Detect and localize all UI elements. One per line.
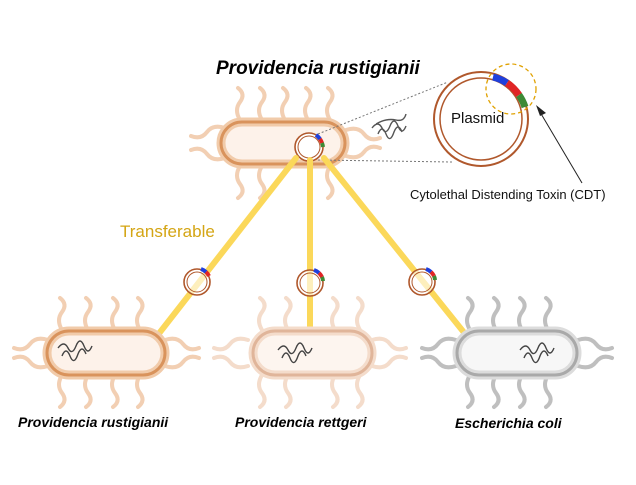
recipient-label-b: Providencia rettgeri <box>235 414 367 430</box>
transferable-label: Transferable <box>120 222 215 241</box>
recipient-label-c: Escherichia coli <box>455 415 562 431</box>
donor-flagella <box>189 86 382 200</box>
donor-bacterium <box>189 86 382 200</box>
recipient-bacterium-b <box>212 296 408 409</box>
recipient-label-a: Providencia rustigianii <box>18 414 169 430</box>
plasmid-label: Plasmid <box>451 110 505 127</box>
transfer-plasmid-c <box>408 267 437 296</box>
zoom-lines <box>317 81 453 163</box>
recipient-bacterium-a <box>12 296 201 409</box>
plasmid-zoom <box>433 63 537 167</box>
cdt-pointer <box>536 105 583 184</box>
chromosome-dna <box>371 113 407 140</box>
recipient-bacterium-c <box>420 296 614 409</box>
toxin-label: Cytolethal Distending Toxin (CDT) <box>410 187 606 202</box>
transfer-plasmids <box>183 267 437 297</box>
donor-species-title: Providencia rustigianii <box>216 58 420 79</box>
donor-plasmid <box>294 132 325 162</box>
transfer-plasmid-b <box>296 268 325 297</box>
transfer-plasmid-a <box>183 267 211 296</box>
